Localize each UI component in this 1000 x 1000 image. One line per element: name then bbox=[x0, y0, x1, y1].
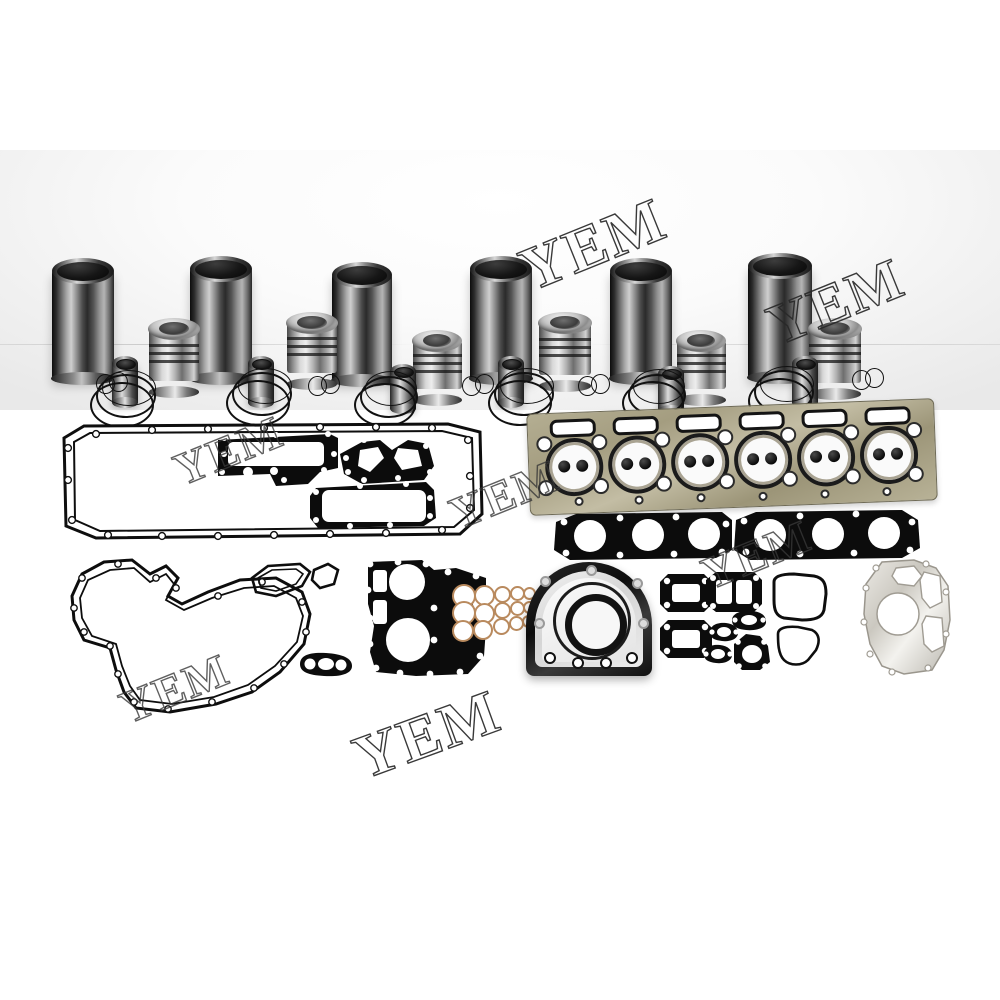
timing-cover-gasket bbox=[70, 558, 312, 714]
snap-ring-pair bbox=[308, 374, 342, 400]
piston bbox=[412, 330, 462, 406]
auxiliary-cover-gasket bbox=[250, 562, 340, 598]
cylinder-liner bbox=[331, 262, 393, 387]
rear-main-seal-housing bbox=[526, 562, 652, 676]
snap-ring-pair bbox=[96, 372, 132, 398]
water-outlet-gasket bbox=[300, 652, 352, 677]
copper-washer-set bbox=[452, 584, 536, 642]
snap-ring-pair bbox=[578, 374, 612, 400]
snap-ring-pair bbox=[852, 368, 888, 394]
oil-cooler-gasket-set bbox=[218, 431, 436, 529]
piston-ring-set bbox=[486, 366, 564, 426]
small-gasket-group bbox=[660, 572, 828, 670]
piston bbox=[148, 318, 200, 398]
cylinder-liner bbox=[609, 258, 673, 385]
piston bbox=[676, 330, 726, 406]
exhaust-manifold-gasket bbox=[554, 510, 920, 560]
water-pump-plate bbox=[860, 559, 951, 676]
cylinder-head-gasket bbox=[526, 398, 938, 516]
piston bbox=[538, 312, 592, 392]
watermark-bottom-center: YEM bbox=[344, 677, 510, 794]
snap-ring-pair bbox=[462, 374, 496, 400]
cylinder-liner bbox=[189, 256, 253, 385]
cylinder-liner bbox=[51, 258, 115, 385]
